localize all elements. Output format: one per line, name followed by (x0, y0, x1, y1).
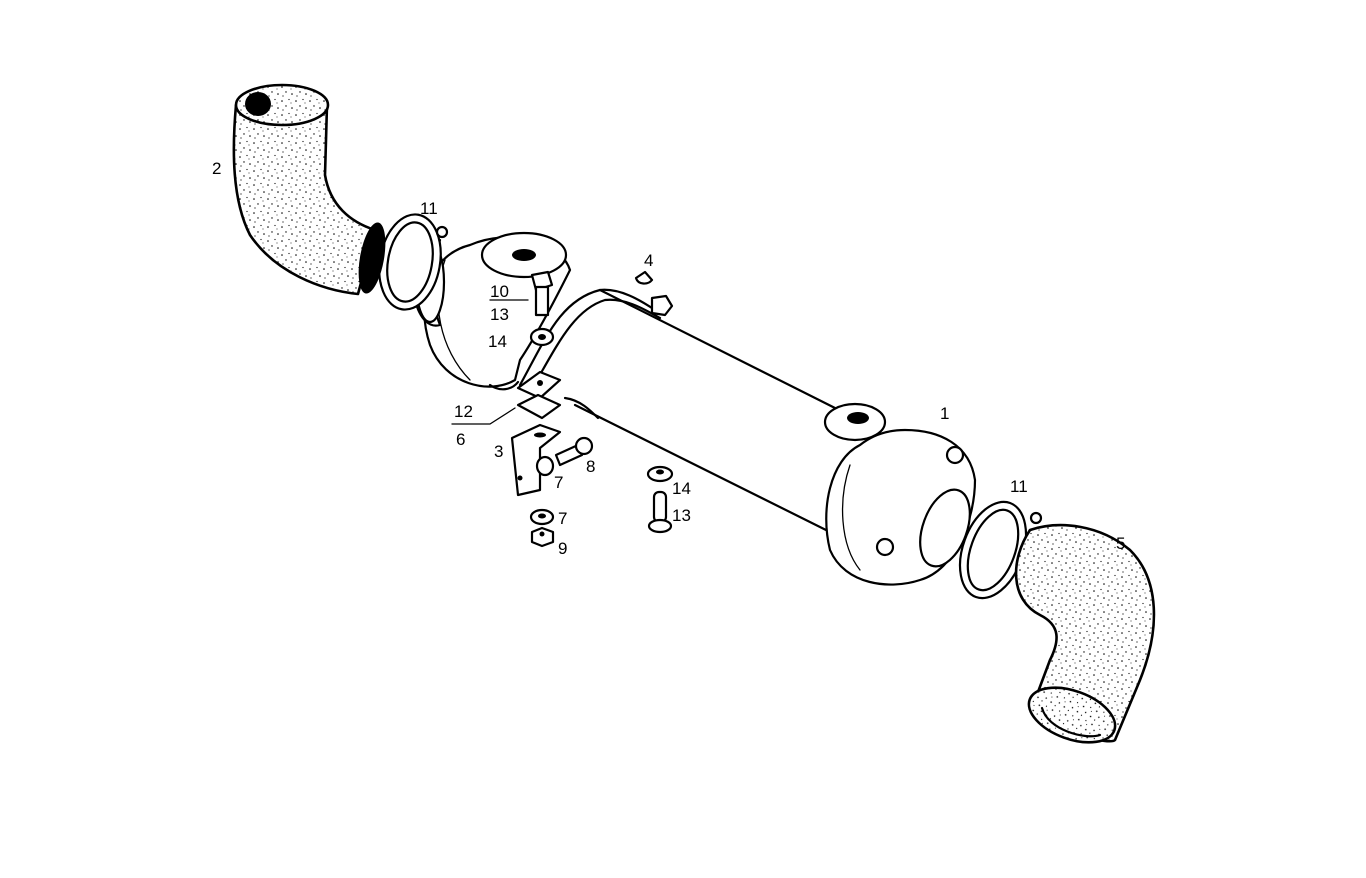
callout-2: 2 (212, 159, 222, 178)
hose-clamp-left (378, 213, 449, 311)
callout-14-lower: 14 (672, 479, 691, 498)
callout-13-lower: 13 (672, 506, 691, 525)
callout-14-upper: 14 (488, 332, 507, 351)
callout-10: 10 (490, 282, 509, 301)
callout-6: 6 (456, 430, 466, 449)
leader-lines (451, 299, 529, 425)
callout-8: 8 (586, 457, 596, 476)
cooler-body (573, 288, 837, 532)
nut-9 (530, 526, 555, 548)
hose-2 (232, 83, 386, 296)
callout-11-left: 11 (420, 199, 438, 218)
callout-12: 12 (454, 402, 473, 421)
callout-7-upper: 7 (554, 473, 564, 492)
strap-clamp (516, 288, 674, 420)
bolt-13-lower (647, 490, 673, 534)
callout-3: 3 (494, 442, 504, 461)
callout-9: 9 (558, 539, 568, 558)
plug-4 (634, 270, 654, 285)
washer-7 (529, 508, 555, 526)
callout-13-upper: 13 (490, 305, 509, 324)
bolt-10 (529, 270, 555, 347)
screw-8 (554, 436, 594, 467)
washer-14-lower (646, 465, 674, 483)
hose-5 (1014, 523, 1156, 744)
right-end-cap (823, 402, 977, 586)
bracket-3 (510, 423, 562, 497)
callout-7-lower: 7 (558, 509, 568, 528)
callout-5: 5 (1116, 534, 1126, 553)
callout-4: 4 (644, 251, 654, 270)
hose-clamp-right (958, 500, 1043, 600)
callout-11-right: 11 (1010, 477, 1028, 496)
callout-1: 1 (940, 404, 950, 423)
